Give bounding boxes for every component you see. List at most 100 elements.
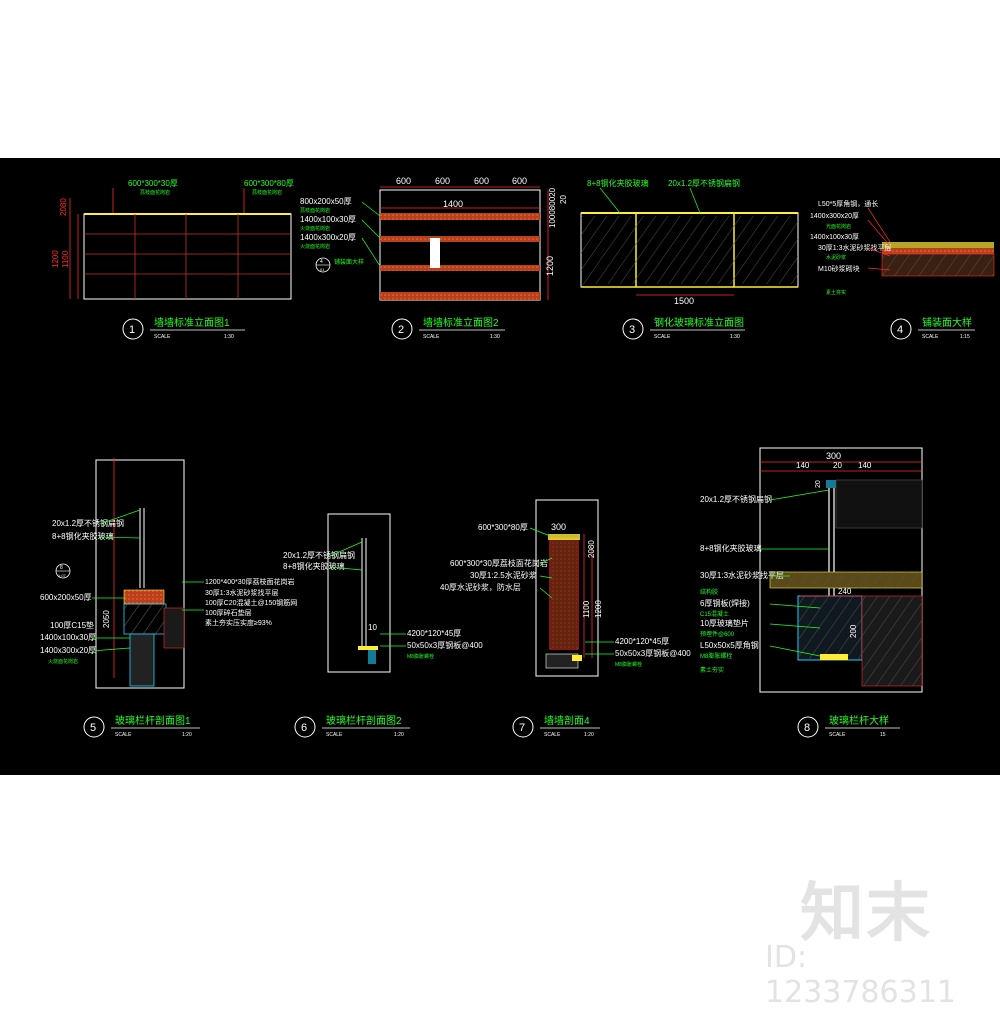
view-title-1-scale-label: SCALE: [154, 334, 171, 340]
view-1-dim-1200: 1200: [51, 250, 60, 268]
view-8-dim-200: 200: [849, 624, 858, 638]
view-2-label-2: 1400x100x30厚: [300, 215, 356, 224]
view-8-label-2: 8+8钢化夹胶玻璃: [700, 543, 762, 553]
view-5-label-right-5: 素土夯实压实度≥93%: [205, 618, 272, 627]
view-5-label-left-5: 1400x100x30厚: [40, 633, 96, 642]
view-2-void: [430, 238, 440, 268]
view-2-dim-20: 20: [559, 195, 568, 204]
view-title-5: 5 玻璃栏杆剖面图1 SCALE 1:20: [83, 714, 200, 738]
view-title-7-scale: 1:20: [584, 732, 594, 738]
view-5-label-left-7: 火烧面花岗岩: [48, 658, 78, 665]
view-1-outline: [83, 213, 292, 300]
view-1-elevation: 2080 1200 1100 600*300*30厚 荔枝面花岗岩 600*30…: [51, 179, 294, 300]
view-2-dim-1400: 1400: [443, 199, 463, 209]
view-1-label-a-sub: 荔枝面花岗岩: [140, 189, 170, 196]
view-8-label-10: M8膨胀螺栓: [700, 652, 732, 660]
view-8-dim-20: 20: [815, 480, 822, 488]
view-2-band-2: [380, 236, 540, 242]
view-title-1-number: 1: [129, 324, 135, 336]
view-8-outline: [759, 447, 923, 693]
view-1-dim-1100: 1100: [61, 250, 70, 268]
view-8-dim-300: 300: [826, 451, 841, 461]
view-5-label-right-4: 100厚碎石垫层: [205, 608, 252, 617]
view-title-4-scale: 1:15: [960, 334, 970, 340]
view-7-dim-300: 300: [551, 522, 566, 532]
view-2-dim-top-3: 600: [474, 176, 489, 186]
view-title-7-number: 7: [519, 722, 525, 734]
view-4-label-7: 1400x100x30厚: [810, 233, 859, 241]
view-title-1: 1 墙墙标准立面图1 SCALE 1:30: [122, 316, 245, 340]
view-8-dim-sub-3: 140: [858, 461, 872, 470]
view-7-dim-1200: 1200: [594, 600, 603, 618]
view-7-label-5: 4200*120*45厚: [615, 637, 669, 646]
view-2-dim-right: 100080020: [548, 187, 557, 228]
cad-drawing-canvas: 2080 1200 1100 600*300*30厚 荔枝面花岗岩 600*30…: [40, 176, 995, 738]
view-8-dim-sub-2: 20: [833, 461, 842, 470]
view-3-label-a: 8+8钢化夹胶玻璃: [587, 178, 649, 188]
view-2-dim-top-2: 600: [435, 176, 450, 186]
view-7-outline: [535, 499, 599, 677]
view-6-dim-10: 10: [368, 623, 377, 632]
view-6-outline: [327, 513, 391, 673]
view-2-label-3-sub: 火烧面花岗岩: [300, 243, 330, 250]
watermark-logo: 知末: [800, 877, 932, 951]
view-5-ref-sub: 1:07: [58, 573, 67, 578]
view-5-railing-section: 2050 20x1.2厚不锈钢扁钢 8+8钢化夹胶玻璃 600x200x50厚 …: [40, 458, 297, 689]
view-8-label-5: 6厚钢板(焊接): [700, 598, 750, 608]
view-1-label-a: 600*300*30厚: [128, 179, 178, 188]
view-8-label-11: 素土夯实: [700, 666, 724, 674]
view-title-4-scale-label: SCALE: [922, 334, 939, 340]
view-8-label-9: L50x50x5厚角钢: [700, 640, 759, 650]
view-3-dim-bottom: 1500: [674, 296, 694, 306]
view-title-5-text: 玻璃栏杆剖面图1: [115, 714, 191, 727]
view-5-label-left-2: 8+8钢化夹胶玻璃: [52, 531, 114, 541]
view-5-label-left-6: 1400x300x20厚: [40, 646, 96, 655]
view-title-2-scale-label: SCALE: [423, 334, 440, 340]
view-title-2-text: 墙墙标准立面图2: [423, 316, 499, 329]
view-title-8-scale-label: SCALE: [829, 732, 846, 738]
view-title-5-scale-label: SCALE: [115, 732, 132, 738]
view-2-dim-top-1: 600: [396, 176, 411, 186]
cad-drawing-sheet: 2080 1200 1100 600*300*30厚 荔枝面花岗岩 600*30…: [0, 158, 1000, 775]
view-title-3: 3 钢化玻璃标准立面图 SCALE 1:30: [622, 316, 745, 340]
view-4-label-8: 素土夯实: [826, 289, 846, 296]
view-title-2: 2 墙墙标准立面图2 SCALE 1:30: [391, 316, 505, 340]
view-title-6-number: 6: [301, 722, 307, 734]
view-8-dim-sub-1: 140: [796, 461, 810, 470]
view-7-label-1: 600*300*80厚: [478, 523, 528, 532]
view-2-band-1: [380, 213, 540, 220]
view-title-4: 4 铺装面大样 SCALE 1:15: [890, 316, 975, 340]
view-8-label-7: 10厚玻璃垫片: [700, 618, 749, 628]
view-1-label-b: 600*300*80厚: [244, 179, 294, 188]
view-title-6-text: 玻璃栏杆剖面图2: [326, 714, 402, 727]
view-2-label-1: 800x200x50厚: [300, 197, 352, 206]
view-8-label-3: 30厚1:3水泥砂浆找平层: [700, 570, 784, 580]
view-2-ref-note: 铺装面大样: [334, 258, 364, 266]
view-title-8-number: 8: [804, 722, 810, 734]
view-7-label-4: 40厚水泥砂浆，防水层: [440, 582, 521, 592]
view-title-7-text: 墙墙剖面4: [544, 714, 590, 727]
view-title-2-scale: 1:30: [490, 334, 500, 340]
view-title-4-text: 铺装面大样: [922, 316, 972, 329]
view-6-label-1: 20x1.2厚不锈钢扁钢: [283, 550, 355, 560]
view-6-label-2: 8+8钢化夹胶玻璃: [283, 561, 345, 571]
view-5-ref-number: 8: [60, 565, 63, 571]
view-1-dim-top: 2080: [59, 198, 68, 216]
view-4-paving-detail: L50*5厚角钢，通长 1400x300x20厚 30厚1:3水泥砂浆找平层 M…: [810, 199, 995, 296]
view-2-label-2-sub: 火烧面花岗岩: [300, 225, 330, 232]
view-6-label-5: M8膨胀螺栓: [407, 653, 434, 660]
view-4-label-2: 1400x300x20厚: [810, 212, 859, 220]
view-4-label-3: 光面花岗岩: [826, 223, 851, 230]
view-8-label-4: 结构胶: [700, 588, 718, 596]
view-4-label-6: M10砂浆砌块: [818, 264, 860, 273]
view-title-6-scale: 1:20: [394, 732, 404, 738]
view-5-label-right-3: 100厚C20混凝土@150钢筋网: [205, 598, 297, 607]
view-6-railing-section: 10 20x1.2厚不锈钢扁钢 8+8钢化夹胶玻璃 4200*120*45厚 5…: [283, 513, 483, 673]
view-8-label-8: 预埋件@600: [700, 630, 735, 638]
view-5-outline: [95, 459, 185, 689]
view-4-label-5: 30厚1:3水泥砂浆找平层: [818, 243, 892, 252]
view-2-ref-number: 4: [320, 259, 323, 265]
view-7-label-2: 600*300*30厚荔枝面花岗岩: [450, 558, 548, 568]
view-4-label-1: L50*5厚角钢，通长: [818, 199, 878, 208]
view-6-label-3: 4200*120*45厚: [407, 629, 461, 638]
